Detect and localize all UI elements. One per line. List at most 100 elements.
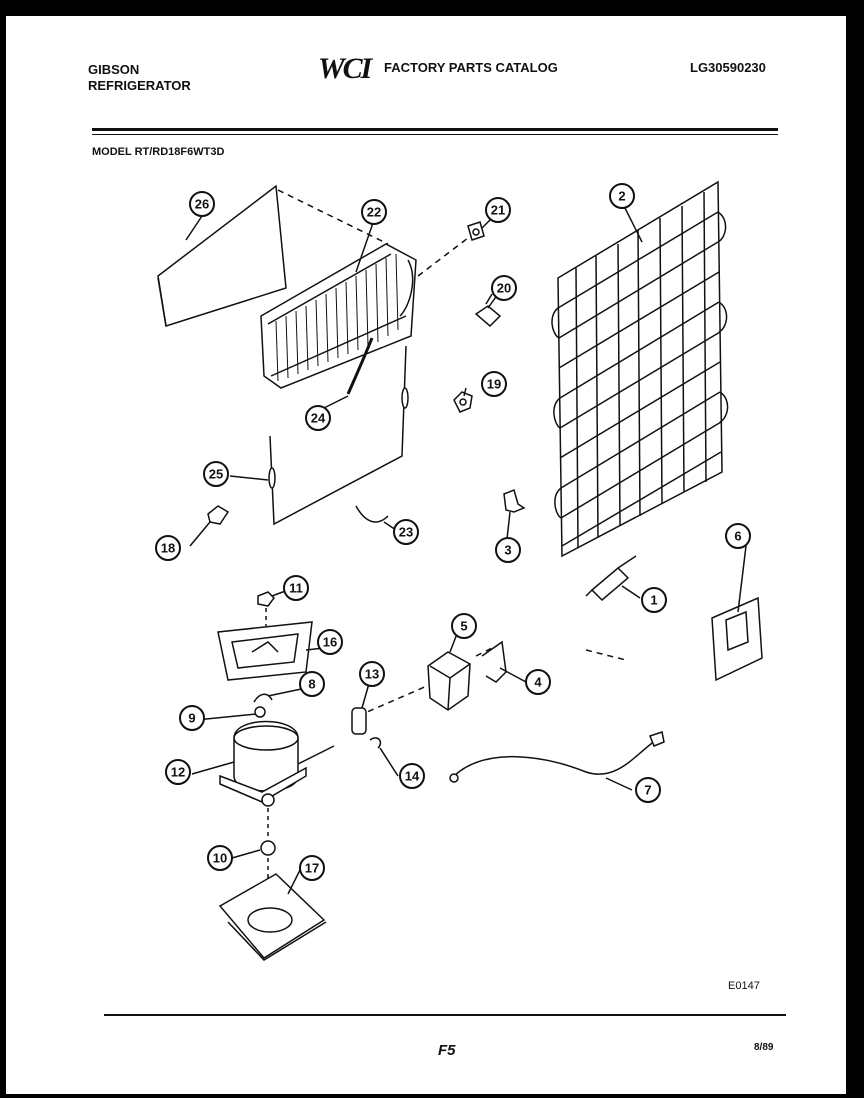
callout-13: 13 xyxy=(359,661,385,687)
catalog-page: GIBSON REFRIGERATOR WCI FACTORY PARTS CA… xyxy=(6,16,846,1094)
part-25-capillary xyxy=(268,345,409,526)
part-12-compressor xyxy=(219,720,335,807)
callout-circle xyxy=(485,197,511,223)
callout-circle xyxy=(203,461,229,487)
callout-circle xyxy=(359,661,385,687)
callout-circle xyxy=(305,405,331,431)
callout-2: 2 xyxy=(609,183,635,209)
callout-circle xyxy=(165,759,191,785)
catalog-number: LG30590230 xyxy=(690,60,766,75)
callout-5: 5 xyxy=(451,613,477,639)
model-number: MODEL RT/RD18F6WT3D xyxy=(92,146,225,158)
part-23-wire xyxy=(355,505,389,523)
part-19-fitting xyxy=(453,391,473,413)
callout-circle xyxy=(525,669,551,695)
callout-number: 2 xyxy=(618,189,625,204)
callout-circle xyxy=(299,855,325,881)
part-9-grommet xyxy=(254,706,266,718)
callout-10: 10 xyxy=(207,845,233,871)
callout-circle xyxy=(207,845,233,871)
callout-circle xyxy=(641,587,667,613)
callout-number: 3 xyxy=(504,543,511,558)
callout-number: 18 xyxy=(161,541,175,556)
callout-circle xyxy=(399,763,425,789)
callout-circle xyxy=(189,191,215,217)
callout-26: 26 xyxy=(189,191,215,217)
callout-11: 11 xyxy=(283,575,309,601)
callout-circle xyxy=(283,575,309,601)
callout-circle xyxy=(361,199,387,225)
callout-number: 7 xyxy=(644,783,651,798)
part-17-base xyxy=(218,873,327,961)
callout-number: 22 xyxy=(367,205,381,220)
callout-circle xyxy=(609,183,635,209)
callout-number: 13 xyxy=(365,667,379,682)
part-11-nut xyxy=(257,591,275,607)
callout-14: 14 xyxy=(399,763,425,789)
part-18-grommet xyxy=(207,505,230,525)
callout-number: 17 xyxy=(305,861,319,876)
callout-number: 11 xyxy=(289,581,303,596)
page-label: F5 xyxy=(438,1042,456,1059)
brand-block: GIBSON REFRIGERATOR xyxy=(88,62,191,94)
callout-number: 12 xyxy=(171,765,185,780)
part-5-relay xyxy=(427,651,471,711)
part-14-clip xyxy=(369,737,382,749)
callout-4: 4 xyxy=(525,669,551,695)
part-22-evaporator xyxy=(260,243,417,389)
callout-number: 9 xyxy=(188,711,195,726)
part-13-overload xyxy=(351,707,367,735)
callout-circle xyxy=(481,371,507,397)
product-type: REFRIGERATOR xyxy=(88,78,191,93)
callout-number: 24 xyxy=(311,411,326,426)
callout-circle xyxy=(495,537,521,563)
callout-number: 21 xyxy=(491,203,505,218)
callout-circle xyxy=(393,519,419,545)
callout-24: 24 xyxy=(305,405,331,431)
callout-number: 4 xyxy=(534,675,542,690)
callout-circle xyxy=(155,535,181,561)
part-8-clip xyxy=(253,693,273,703)
callout-circle xyxy=(725,523,751,549)
callout-21: 21 xyxy=(485,197,511,223)
callout-12: 12 xyxy=(165,759,191,785)
revision-date: 8/89 xyxy=(754,1042,774,1053)
footer-rule xyxy=(104,1014,786,1016)
callout-number: 19 xyxy=(487,377,501,392)
callout-19: 19 xyxy=(481,371,507,397)
part-2-condenser xyxy=(551,180,729,558)
callout-number: 5 xyxy=(460,619,467,634)
callout-1: 1 xyxy=(641,587,667,613)
part-6-bracket xyxy=(711,596,763,682)
part-4-clip xyxy=(481,640,507,683)
part-20-bracket xyxy=(474,293,502,328)
part-3-clip xyxy=(503,488,526,513)
brand-name: GIBSON xyxy=(88,62,140,77)
callout-number: 8 xyxy=(308,677,315,692)
callout-6: 6 xyxy=(725,523,751,549)
callout-circle xyxy=(299,671,325,697)
callout-number: 6 xyxy=(734,529,741,544)
callout-22: 22 xyxy=(361,199,387,225)
part-26-panel xyxy=(157,184,287,327)
callout-circle xyxy=(179,705,205,731)
callout-8: 8 xyxy=(299,671,325,697)
callout-number: 1 xyxy=(650,593,657,608)
wci-logo: WCI xyxy=(318,52,372,85)
callout-18: 18 xyxy=(155,535,181,561)
header-rule-top xyxy=(92,128,778,131)
part-24-tube xyxy=(346,337,374,395)
callout-number: 10 xyxy=(213,851,227,866)
callout-9: 9 xyxy=(179,705,205,731)
drawing-code: E0147 xyxy=(728,980,760,992)
callout-25: 25 xyxy=(203,461,229,487)
callout-3: 3 xyxy=(495,537,521,563)
part-7-power-cord xyxy=(449,731,665,783)
callout-7: 7 xyxy=(635,777,661,803)
part-21-clip xyxy=(467,221,485,241)
callout-number: 20 xyxy=(497,281,511,296)
part-1-drier xyxy=(585,555,637,602)
callout-circle xyxy=(451,613,477,639)
callout-number: 26 xyxy=(195,197,209,212)
